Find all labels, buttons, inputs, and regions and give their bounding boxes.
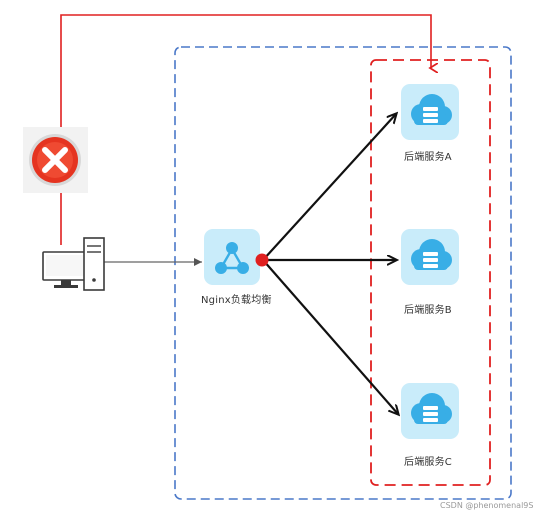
nginx-output-point: [255, 253, 269, 267]
cloud-server-icon: [401, 84, 459, 140]
share-nodes-icon: [204, 229, 260, 285]
server-a-label: 后端服务A: [404, 152, 452, 163]
nginx-to-server-a-arrow: [262, 114, 396, 261]
nginx-to-server-c-arrow: [262, 259, 398, 414]
server-c-label: 后端服务C: [404, 457, 452, 468]
load-balancer-zone-frame: [174, 46, 512, 500]
nginx-label: Nginx负载均衡: [201, 295, 272, 306]
desktop-computer-icon: [42, 237, 105, 291]
server-b-label: 后端服务B: [404, 305, 452, 316]
direct-access-path: [60, 14, 431, 245]
red-x-error-icon: [23, 127, 88, 193]
cloud-server-icon: [401, 229, 459, 285]
cloud-server-icon: [401, 383, 459, 439]
watermark: CSDN @phenomenal9S: [440, 501, 534, 510]
